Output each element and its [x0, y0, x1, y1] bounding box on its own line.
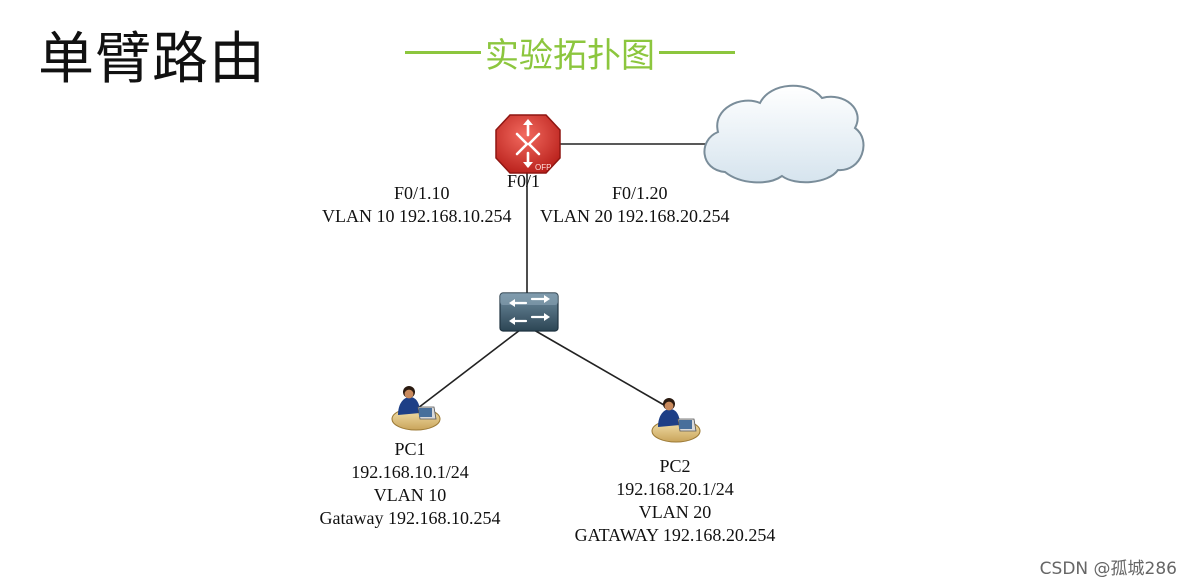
page-title: 单臂路由 [38, 27, 266, 92]
left-subinterface-label: F0/1.10 [394, 183, 450, 203]
right-vlan-ip-label: VLAN 20 192.168.20.254 [540, 206, 730, 226]
right-subinterface-label: F0/1.20 [612, 183, 668, 203]
pc2-ip: 192.168.20.1/24 [616, 479, 734, 499]
watermark: CSDN @孤城286 [1039, 559, 1177, 579]
pc1-label-block: PC1 192.168.10.1/24 VLAN 10 Gataway 192.… [300, 438, 520, 530]
pc2-name: PC2 [659, 456, 691, 476]
subtitle: 实验拓扑图 [485, 36, 655, 76]
router-icon-label: OFP [535, 163, 551, 172]
switch-pc1-link [417, 329, 521, 409]
pc1-name: PC1 [394, 439, 426, 459]
pc1-gateway: Gataway 192.168.10.254 [319, 508, 501, 528]
switch-pc2-link [533, 329, 665, 406]
subtitle-group: 实验拓扑图 [405, 28, 735, 77]
pc1-vlan: VLAN 10 [373, 485, 447, 505]
pc2-label-block: PC2 192.168.20.1/24 VLAN 20 GATAWAY 192.… [555, 455, 795, 547]
router-port-label: F0/1 [507, 171, 541, 191]
left-vlan-ip-label: VLAN 10 192.168.10.254 [322, 206, 512, 226]
pc2-gateway: GATAWAY 192.168.20.254 [574, 525, 776, 545]
pc2-vlan: VLAN 20 [638, 502, 712, 522]
switch-icon [499, 292, 559, 332]
pc2-user-icon [651, 398, 701, 443]
router-icon [495, 114, 561, 174]
subtitle-dash-right [659, 51, 735, 54]
pc1-user-icon [391, 386, 441, 431]
pc1-ip: 192.168.10.1/24 [351, 462, 469, 482]
cloud-icon [703, 84, 865, 184]
subtitle-dash-left [405, 51, 481, 54]
